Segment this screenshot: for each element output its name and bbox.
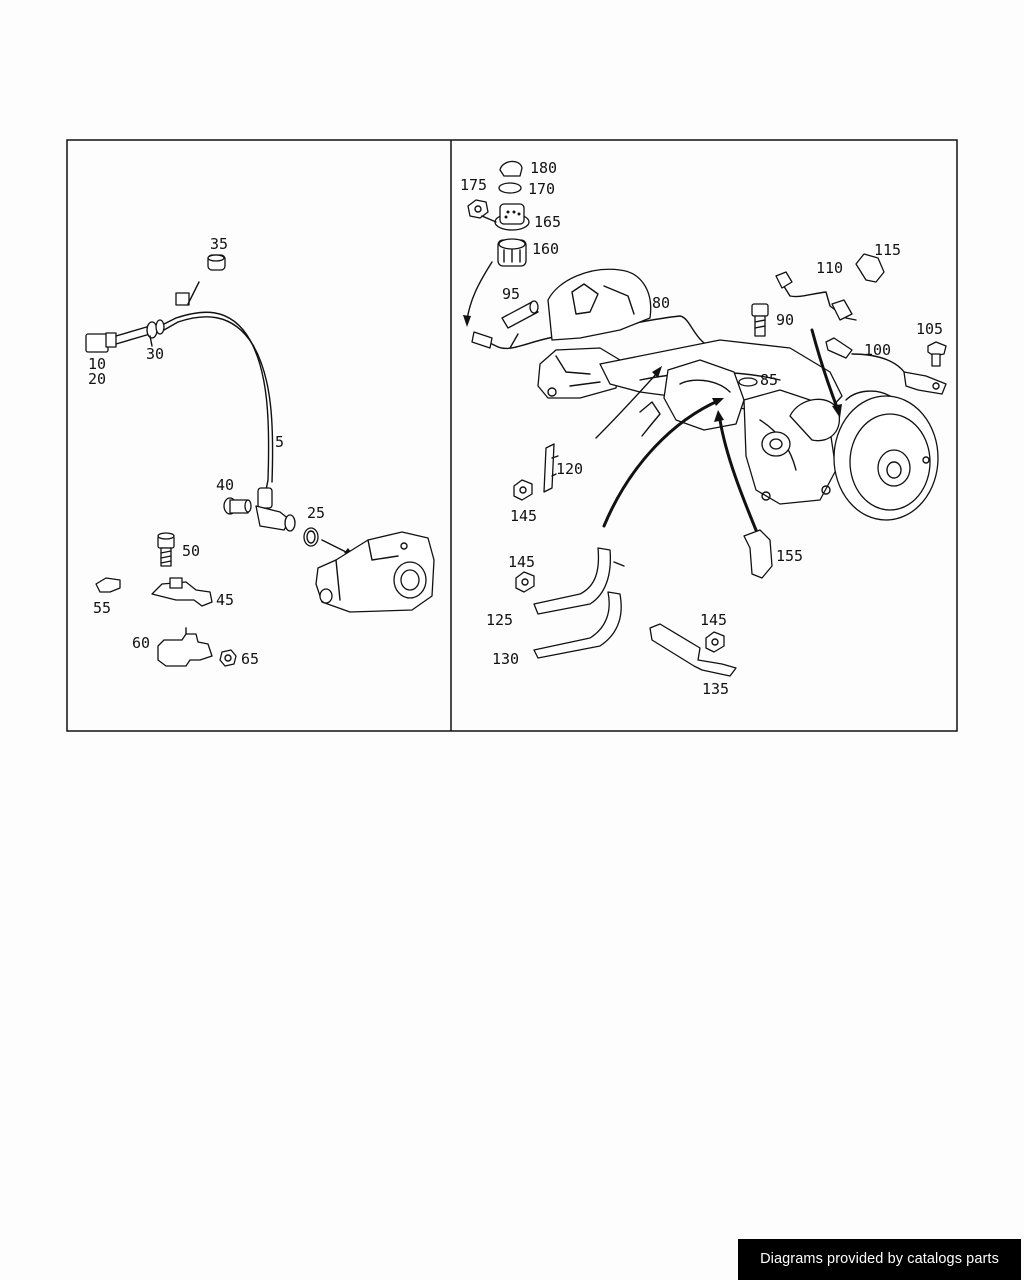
rear-axle-assembly — [537, 268, 939, 521]
callout-145-b: 145 — [508, 553, 535, 571]
part-40-plug — [223, 497, 252, 515]
callout-10: 10 — [88, 355, 106, 373]
callout-60: 60 — [132, 634, 150, 652]
part-65-nut — [219, 649, 237, 667]
part-speed-sensor — [255, 487, 296, 532]
callout-85: 85 — [760, 371, 778, 389]
part-100-sensor — [825, 337, 947, 395]
part-95-sleeve — [501, 300, 539, 349]
callout-145-a: 145 — [510, 507, 537, 525]
callout-110: 110 — [816, 259, 843, 277]
part-50-bolt — [157, 532, 175, 567]
right-panel — [463, 160, 947, 677]
part-85-washer — [738, 377, 758, 387]
part-125-strip — [533, 547, 612, 615]
part-10-connector — [85, 317, 179, 353]
part-55-clip — [95, 577, 121, 593]
callout-105: 105 — [916, 320, 943, 338]
part-160-socket — [497, 238, 527, 267]
part-105-bolt — [927, 341, 947, 367]
part-60-bracket — [157, 627, 213, 667]
callout-180: 180 — [530, 159, 557, 177]
callout-165: 165 — [534, 213, 561, 231]
callout-65: 65 — [241, 650, 259, 668]
callout-155: 155 — [776, 547, 803, 565]
callout-25: 25 — [307, 504, 325, 522]
part-5-cable — [175, 311, 270, 491]
part-170-seal — [498, 182, 522, 194]
part-145-nut-b — [515, 571, 535, 593]
part-155-clamp — [743, 529, 773, 579]
callout-90: 90 — [776, 311, 794, 329]
part-175-nut — [467, 199, 489, 219]
part-145-nut-c — [705, 631, 725, 653]
callout-40: 40 — [216, 476, 234, 494]
part-135-bracket — [649, 623, 737, 677]
callout-160: 160 — [532, 240, 559, 258]
differential-housing — [315, 531, 435, 613]
callout-120: 120 — [556, 460, 583, 478]
callout-100: 100 — [864, 341, 891, 359]
part-115-bracket — [855, 253, 885, 283]
callout-55: 55 — [93, 599, 111, 617]
callout-35: 35 — [210, 235, 228, 253]
part-90-bolt — [751, 303, 769, 337]
callout-125: 125 — [486, 611, 513, 629]
callout-30: 30 — [146, 345, 164, 363]
callout-145-c: 145 — [700, 611, 727, 629]
part-25-o-ring — [303, 527, 319, 547]
part-130-strip — [533, 591, 622, 659]
callout-135: 135 — [702, 680, 729, 698]
left-panel — [85, 254, 435, 667]
callout-80: 80 — [652, 294, 670, 312]
credit-banner: Diagrams provided by catalogs parts — [738, 1239, 1021, 1280]
callout-5: 5 — [275, 433, 284, 451]
part-35-grommet — [207, 254, 226, 271]
callout-115: 115 — [874, 241, 901, 259]
callout-20: 20 — [88, 370, 106, 388]
part-120-strap — [543, 443, 555, 493]
callout-175: 175 — [460, 176, 487, 194]
callout-95: 95 — [502, 285, 520, 303]
callout-50: 50 — [182, 542, 200, 560]
part-45-bracket — [151, 577, 213, 607]
diagram-frame — [66, 139, 958, 732]
callout-170: 170 — [528, 180, 555, 198]
callout-45: 45 — [216, 591, 234, 609]
part-180-cap — [499, 160, 523, 177]
callout-130: 130 — [492, 650, 519, 668]
part-165-connector — [481, 203, 530, 231]
part-145-nut-a — [513, 479, 533, 501]
part-110-harness — [775, 271, 857, 321]
